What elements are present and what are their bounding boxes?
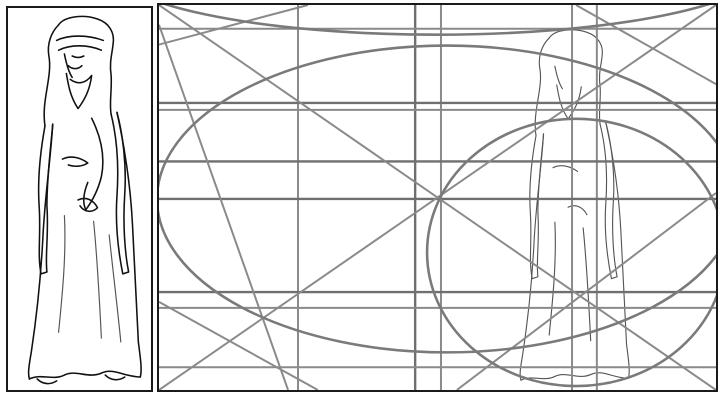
overlay-folds <box>549 222 591 340</box>
robe-fold-2 <box>94 221 102 338</box>
composition-analysis-panel <box>157 3 718 392</box>
overlay-robe-hem <box>521 373 629 380</box>
face-outline <box>64 54 83 77</box>
head-band <box>57 36 104 50</box>
reference-drawing-panel <box>6 6 153 392</box>
robed-figure <box>29 16 142 383</box>
right-scarf <box>111 112 129 273</box>
robe-fold-1 <box>59 216 65 333</box>
diagonal-left-steep <box>159 25 288 390</box>
hand-upper <box>62 157 87 166</box>
robed-figure-overlay <box>520 30 629 380</box>
diagonal-lines <box>159 5 716 390</box>
feet <box>37 375 125 384</box>
top-outer-ellipse <box>159 5 716 35</box>
robed-figure-drawing <box>8 8 151 390</box>
overlay-face <box>555 66 581 119</box>
beard <box>66 74 91 109</box>
composition-grid-overlay <box>159 5 716 390</box>
diagonal-bottom-left <box>159 302 318 390</box>
hand-lower <box>78 198 97 211</box>
overlay-hands <box>553 166 587 215</box>
diagonal-top-left <box>159 5 308 45</box>
overlay-right-scarf <box>600 123 617 279</box>
vertical-lines <box>298 5 597 390</box>
